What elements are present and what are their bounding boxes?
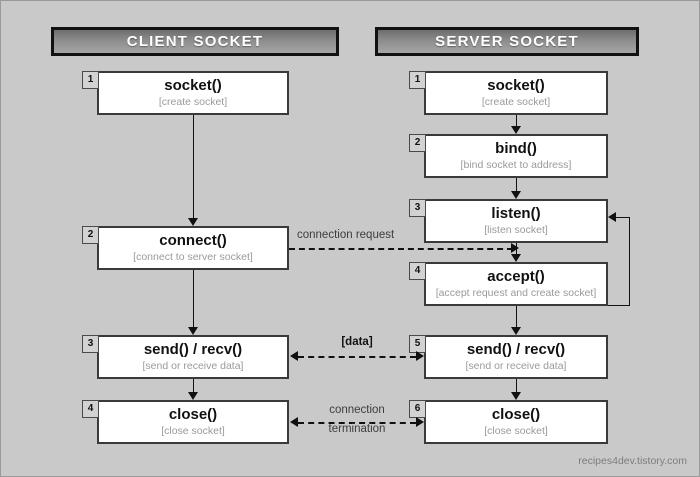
server-node-listen[interactable]: 3 listen() [listen socket] [409,199,608,243]
client-node-connect-title: connect() [159,232,227,250]
server-node-listen-badge: 3 [409,199,426,217]
server-node-accept[interactable]: 4 accept() [accept request and create so… [409,262,608,306]
edge-connection-termination-label-line1: connection [329,404,385,416]
server-node-close[interactable]: 6 close() [close socket] [409,400,608,444]
server-node-accept-title: accept() [487,268,545,286]
server-node-bind-title: bind() [495,140,537,158]
server-node-listen-subtitle: [listen socket] [484,223,548,236]
edge-data-label: [data] [341,336,373,348]
client-node-connect[interactable]: 2 connect() [connect to server socket] [82,226,289,270]
server-connector-accept-to-sendrecv [516,306,517,327]
edge-connection-termination-label-line2: termination [328,423,386,435]
server-node-socket[interactable]: 1 socket() [create socket] [409,71,608,115]
client-node-close-title: close() [168,406,218,424]
server-node-socket-subtitle: [create socket] [481,95,551,108]
server-node-bind-badge: 2 [409,134,426,152]
server-loopback-top-segment [616,217,630,218]
client-node-connect-subtitle: [connect to server socket] [133,250,253,263]
server-node-close-subtitle: [close socket] [484,424,548,437]
server-connector-bind-to-listen [516,178,517,191]
server-loopback-arrowhead [608,212,616,222]
client-node-socket[interactable]: 1 socket() [create socket] [82,71,289,115]
client-node-send-recv[interactable]: 3 send() / recv() [send or receive data] [82,335,289,379]
client-node-socket-badge: 1 [82,71,99,89]
server-node-bind-subtitle: [bind socket to address] [460,158,572,171]
column-header-server: SERVER SOCKET [375,27,639,56]
server-connector-sendrecv-to-close-arrowhead [511,392,521,400]
client-node-connect-badge: 2 [82,226,99,244]
client-node-close-badge: 4 [82,400,99,418]
column-header-client: CLIENT SOCKET [51,27,339,56]
server-node-bind[interactable]: 2 bind() [bind socket to address] [409,134,608,178]
server-loopback-right-segment [629,217,630,306]
client-node-send-recv-badge: 3 [82,335,99,353]
client-connector-sendrecv-to-close [193,379,194,392]
column-header-server-label: SERVER SOCKET [435,33,579,50]
client-connector-socket-to-connect-arrowhead [188,218,198,226]
edge-data-line [298,356,416,358]
server-connector-socket-to-bind-arrowhead [511,126,521,134]
server-node-send-recv[interactable]: 5 send() / recv() [send or receive data] [409,335,608,379]
server-connector-sendrecv-to-close [516,379,517,392]
server-connector-listen-to-accept-arrowhead [511,254,521,262]
client-node-close-subtitle: [close socket] [161,424,225,437]
server-node-close-title: close() [491,406,541,424]
server-node-listen-title: listen() [491,205,541,223]
server-node-accept-subtitle: [accept request and create socket] [435,286,597,299]
client-connector-connect-to-sendrecv-arrowhead [188,327,198,335]
client-connector-sendrecv-to-close-arrowhead [188,392,198,400]
client-node-socket-subtitle: [create socket] [158,95,228,108]
client-connector-socket-to-connect [193,115,194,218]
client-node-send-recv-subtitle: [send or receive data] [142,359,244,372]
server-connector-socket-to-bind [516,115,517,126]
server-node-socket-badge: 1 [409,71,426,89]
server-loopback-bottom-segment [608,305,630,306]
edge-connection-request-arrowhead [511,243,519,253]
server-connector-bind-to-listen-arrowhead [511,191,521,199]
client-node-socket-title: socket() [164,77,222,95]
server-node-accept-badge: 4 [409,262,426,280]
client-connector-connect-to-sendrecv [193,270,194,327]
edge-connection-termination-arrowhead-left [290,417,298,427]
column-header-client-label: CLIENT SOCKET [126,33,264,50]
edge-connection-request-label: connection request [297,229,395,241]
server-connector-accept-to-sendrecv-arrowhead [511,327,521,335]
edge-connection-termination-line [298,422,416,424]
edge-data-arrowhead-left [290,351,298,361]
edge-connection-request-line [289,248,513,250]
watermark: recipes4dev.tistory.com [578,455,687,467]
edge-data-arrowhead-right [416,351,424,361]
client-node-close[interactable]: 4 close() [close socket] [82,400,289,444]
server-node-send-recv-subtitle: [send or receive data] [465,359,567,372]
client-node-send-recv-title: send() / recv() [143,341,243,359]
server-node-send-recv-title: send() / recv() [466,341,566,359]
server-node-socket-title: socket() [487,77,545,95]
edge-connection-termination-arrowhead-right [416,417,424,427]
